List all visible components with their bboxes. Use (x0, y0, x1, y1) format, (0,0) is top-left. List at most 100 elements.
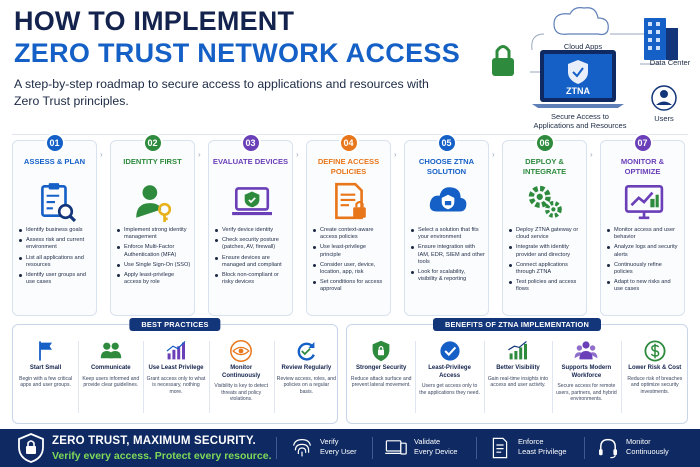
monitor-chart-icon (624, 184, 663, 220)
shield-icon (18, 433, 44, 463)
step-item: Connect applications through ZTNA (508, 262, 583, 276)
step-title: EVALUATE DEVICES (212, 157, 289, 166)
item-icon (438, 339, 462, 363)
document-icon (492, 437, 508, 459)
item-title: Stronger Security (356, 365, 407, 371)
title-line-2: ZERO TRUST NETWORK ACCESS (14, 38, 460, 68)
cloud-apps-label: Cloud Apps (563, 42, 603, 51)
step-title: DEFINE ACCESS POLICIES (317, 157, 380, 176)
step-item: Enforce Multi-Factor Authentication (MFA… (116, 244, 191, 258)
step-title: DEPLOY & INTEGRATE (522, 157, 567, 176)
step-item: Integrate with identity provider and dir… (508, 244, 583, 258)
footer-item-line-2: Every Device (414, 447, 458, 456)
item-divider (552, 341, 554, 413)
item-description: Begin with a few critical apps and user … (19, 375, 73, 389)
item-divider (78, 341, 80, 413)
gears-icon (528, 185, 562, 218)
footer-separator (584, 437, 585, 459)
item-description: Secure access for remote users, partners… (556, 383, 617, 402)
item-divider (208, 341, 210, 413)
step-number: 05 (436, 133, 457, 153)
item-description: Keep users informed and provide clear gu… (82, 375, 140, 389)
item-description: Reduce risk of breaches and optimize sec… (627, 375, 683, 395)
step-item: Verify device identity (214, 227, 289, 234)
chevron-right-icon: › (198, 150, 201, 159)
title-line-1: HOW TO IMPLEMENT (14, 6, 295, 36)
item-divider (143, 341, 145, 413)
eye-icon (230, 340, 253, 362)
item-title: Review Regularly (281, 365, 332, 371)
chevron-right-icon: › (492, 150, 495, 159)
item-title: Communicate (90, 365, 131, 371)
item-icon (164, 339, 188, 363)
chevron-right-icon: › (296, 150, 299, 159)
step-title: MONITOR & OPTIMIZE (620, 157, 665, 176)
hero-caption: Secure Access to Applications and Resour… (533, 112, 627, 130)
step-number: 02 (142, 133, 163, 153)
footer-item-line-1: Verify (320, 437, 339, 446)
footer-tagline-2: Verify every access. Protect every resou… (52, 450, 272, 462)
laptop-shield-icon (231, 187, 272, 216)
step-item: Apply least-privilege access by role (116, 272, 191, 286)
subtitle: A step-by-step roadmap to secure access … (14, 77, 429, 108)
item-description: Review access, roles, and policies on a … (276, 375, 336, 395)
item-title: Start Small (29, 365, 62, 371)
item-icon (643, 339, 667, 363)
step-icon (228, 178, 274, 224)
footer-banner: ZERO TRUST, MAXIMUM SECURITY. Verify eve… (0, 429, 700, 467)
step-title: CHOOSE ZTNA SOLUTION (418, 157, 475, 176)
footer-separator (372, 437, 373, 459)
footer-item-line-1: Validate (414, 437, 441, 446)
step-number: 03 (240, 133, 261, 153)
clipboard-search-icon (40, 183, 76, 222)
hero-illustration: Cloud Apps Data Center Users ZTNA Secure… (470, 4, 698, 130)
step-item: Use Single Sign-On (SSO) (116, 262, 191, 269)
item-title: Least-Privilege Access (428, 365, 471, 379)
item-icon (229, 339, 253, 363)
step-number: 06 (534, 133, 555, 153)
step-item: Deploy ZTNA gateway or cloud service (508, 227, 583, 241)
step-icon (424, 178, 470, 224)
trend-chart-icon (508, 340, 527, 360)
shield-lock-icon (372, 340, 390, 362)
best-practices-title: BEST PRACTICES (129, 318, 221, 331)
data-center-label: Data Center (649, 58, 691, 67)
step-item: Block non-compliant or risky devices (214, 272, 289, 286)
refresh-icon (298, 342, 316, 361)
step-item: Analyze logs and security alerts (606, 244, 681, 258)
item-description: Grant access only to what is necessary, … (146, 375, 206, 395)
item-divider (620, 341, 622, 413)
bar-chart-icon (166, 340, 186, 360)
step-list: Select a solution that fits your environ… (410, 227, 485, 286)
step-item: Create context-aware access policies (312, 227, 387, 241)
footer-tagline-1: ZERO TRUST, MAXIMUM SECURITY. (52, 435, 256, 447)
item-icon (294, 339, 318, 363)
item-title: Lower Risk & Cost (628, 365, 682, 371)
item-icon (574, 339, 598, 363)
step-icon (32, 178, 78, 224)
step-item: Test policies and access flows (508, 279, 583, 293)
step-item: Select a solution that fits your environ… (410, 227, 485, 241)
footer-item-line-2: Every User (320, 447, 357, 456)
step-item: Identify business goals (18, 227, 93, 234)
step-title: IDENTITY FIRST (123, 157, 182, 166)
item-title: Better Visibility (496, 365, 540, 371)
item-icon (369, 339, 393, 363)
step-item: Identify user groups and use cases (18, 272, 93, 286)
headset-icon (599, 438, 617, 459)
step-item: Assess risk and current environment (18, 237, 93, 251)
